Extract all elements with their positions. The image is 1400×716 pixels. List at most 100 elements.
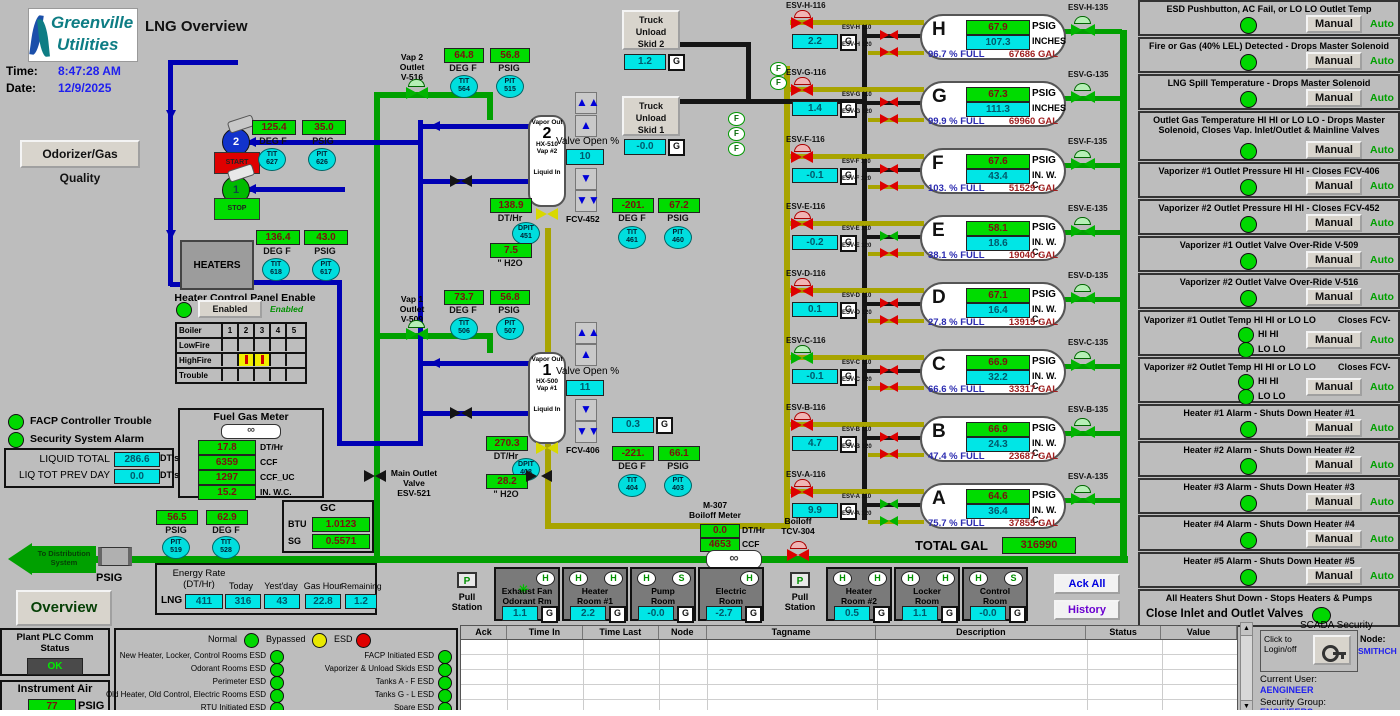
esv135-valve[interactable] (1071, 158, 1095, 171)
valve-open-down-button[interactable]: ▼ (575, 399, 597, 421)
pull-station[interactable]: P Pull Station (779, 572, 821, 612)
g-button[interactable]: G (668, 139, 685, 156)
fcv452-valve[interactable] (536, 208, 558, 221)
v516-valve[interactable] (406, 87, 428, 100)
manual-button[interactable]: Manual (1306, 89, 1362, 107)
valve-open-up-button[interactable]: ▲ (575, 115, 597, 137)
odorizer-gas-quality-button[interactable]: Odorizer/Gas Quality (20, 140, 140, 185)
valve-open-up-fast-button[interactable]: ▲▲ (575, 322, 600, 344)
manual-button[interactable]: Manual (1306, 251, 1362, 269)
esv116-valve[interactable] (791, 419, 813, 432)
esv120-valve[interactable] (880, 516, 898, 527)
g-button[interactable]: G (840, 101, 857, 118)
valve-open-up-fast-button[interactable]: ▲▲ (575, 92, 600, 114)
esv120-valve[interactable] (880, 114, 898, 125)
esv120-valve[interactable] (880, 382, 898, 393)
esv116-valve[interactable] (791, 17, 813, 30)
vaporizer1-vessel[interactable]: Vapor Out 1 HX-500 Vap #1 Liquid In (528, 352, 566, 444)
manual-button[interactable]: Manual (1306, 419, 1362, 437)
esv116-valve[interactable] (791, 285, 813, 298)
esv110-valve[interactable] (880, 97, 898, 108)
tank-vessel[interactable]: C 66.9 PSIG 32.2 IN. W. C. 66.6 % FULL 3… (920, 349, 1066, 395)
manual-button[interactable]: Manual (1306, 493, 1362, 511)
manual-button[interactable]: Manual (1306, 214, 1362, 232)
g-button[interactable]: G (656, 417, 673, 434)
scroll-up-icon[interactable]: ▲ (1241, 623, 1252, 636)
valve-open-down-fast-button[interactable]: ▼▼ (575, 421, 600, 443)
manual-button[interactable]: Manual (1306, 141, 1362, 159)
scroll-down-icon[interactable]: ▼ (1241, 700, 1252, 713)
esv110-valve[interactable] (880, 365, 898, 376)
heaters-box[interactable]: HEATERS (180, 240, 254, 290)
manual-button[interactable]: Manual (1306, 378, 1362, 396)
vaporizer2-vessel[interactable]: Vapor Out 2 HX-510 Vap #2 Liquid In (528, 115, 566, 207)
tank-vessel[interactable]: A 64.6 PSIG 36.4 IN. W. C. 75.7 % FULL 3… (920, 483, 1066, 529)
esv116-valve[interactable] (791, 151, 813, 164)
g-button[interactable]: G (677, 606, 694, 623)
manual-button[interactable]: Manual (1306, 530, 1362, 548)
g-button[interactable]: G (840, 436, 857, 453)
manual-button[interactable]: Manual (1306, 331, 1362, 349)
alarm-table-body[interactable] (461, 640, 1237, 714)
pull-station[interactable]: P Pull Station (446, 572, 488, 612)
g-button[interactable]: G (840, 503, 857, 520)
g-button[interactable]: G (840, 369, 857, 386)
pump1-stop-button[interactable]: STOP (214, 198, 260, 220)
esv110-valve[interactable] (880, 164, 898, 175)
esv120-valve[interactable] (880, 248, 898, 259)
tank-vessel[interactable]: E 58.1 PSIG 18.6 IN. W. C. 38.1 % FULL 1… (920, 215, 1066, 261)
esv116-valve[interactable] (791, 352, 813, 365)
fcv406-valve[interactable] (536, 442, 558, 455)
manual-button[interactable]: Manual (1306, 288, 1362, 306)
heater-enable-button[interactable]: Enabled (198, 300, 262, 318)
esv116-valve[interactable] (791, 84, 813, 97)
g-button[interactable]: G (840, 235, 857, 252)
valve-open-up-button[interactable]: ▲ (575, 344, 597, 366)
history-button[interactable]: History (1054, 600, 1120, 620)
table-scrollbar[interactable]: ▲ ▼ (1240, 622, 1253, 714)
g-button[interactable]: G (609, 606, 626, 623)
login-key-button[interactable] (1313, 635, 1351, 665)
esv120-valve[interactable] (880, 315, 898, 326)
g-button[interactable]: G (941, 606, 958, 623)
g-button[interactable]: G (840, 302, 857, 319)
esv521-valve[interactable] (364, 470, 386, 483)
g-button[interactable]: G (1009, 606, 1026, 623)
esv135-valve[interactable] (1071, 225, 1095, 238)
esv110-valve[interactable] (880, 432, 898, 443)
esv120-valve[interactable] (880, 47, 898, 58)
esv135-valve[interactable] (1071, 91, 1095, 104)
esv110-valve[interactable] (880, 298, 898, 309)
esv110-valve[interactable] (880, 30, 898, 41)
g-button[interactable]: G (541, 606, 558, 623)
g-button[interactable]: G (840, 34, 857, 51)
tcv304-valve[interactable] (787, 549, 809, 562)
overview-button[interactable]: Overview (16, 590, 112, 626)
g-button[interactable]: G (745, 606, 762, 623)
valve-open-down-button[interactable]: ▼ (575, 168, 597, 190)
valve-open-down-fast-button[interactable]: ▼▼ (575, 190, 600, 212)
esv120-valve[interactable] (880, 449, 898, 460)
tank-vessel[interactable]: B 66.9 PSIG 24.3 IN. W. C. 47.4 % FULL 2… (920, 416, 1066, 462)
esv120-valve[interactable] (880, 181, 898, 192)
g-button[interactable]: G (873, 606, 890, 623)
esv135-valve[interactable] (1071, 292, 1095, 305)
manual-button[interactable]: Manual (1306, 567, 1362, 585)
v509-valve[interactable] (406, 328, 428, 341)
tank-vessel[interactable]: H 67.9 PSIG 107.3 INCHES 96.7 % FULL 676… (920, 14, 1066, 60)
tank-vessel[interactable]: D 67.1 PSIG 16.4 IN. W. C. 27.8 % FULL 1… (920, 282, 1066, 328)
g-button[interactable]: G (840, 168, 857, 185)
manual-button[interactable]: Manual (1306, 15, 1362, 33)
